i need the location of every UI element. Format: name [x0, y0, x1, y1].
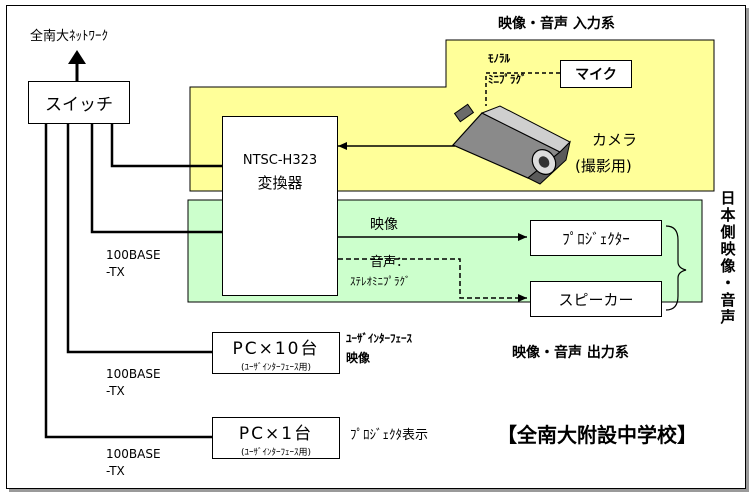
camera-label-line2: (撮影用) [575, 158, 632, 175]
link-label-pc10: 100BASE -TX [106, 366, 161, 400]
pc1-note: ﾌﾟﾛｼﾞｪｸﾀ表示 [350, 429, 428, 444]
pc1-sublabel: (ﾕｰｻﾞｲﾝﾀｰﾌｪｰｽ用) [241, 445, 311, 458]
video-link-label: 映像 [370, 217, 398, 233]
pc10-label: PC×10台 [233, 334, 320, 359]
codec-label-line2: 変換器 [257, 172, 302, 193]
school-label: 【全南大附設中学校】 [497, 424, 697, 447]
audio-link-label-line1: 音声： [370, 256, 409, 271]
side-title-char: 側 [719, 224, 737, 241]
mic-label: マイク [575, 64, 617, 84]
switch-node: スイッチ [28, 81, 130, 124]
mic-cable-label-line1: ﾓﾉﾗﾙ [488, 52, 527, 65]
link-label-codec-line2: -TX [106, 264, 161, 281]
mic-cable-label: ﾓﾉﾗﾙ ﾐﾆﾌﾟﾗｸﾞ [488, 52, 527, 86]
projector-label: ﾌﾟﾛｼﾞｪｸﾀｰ [562, 228, 630, 249]
side-title: 日本側映像・音声 [719, 190, 737, 326]
side-title-char: 像 [719, 258, 737, 275]
side-title-char: 音 [719, 292, 737, 309]
pc10-sublabel: (ﾕｰｻﾞｲﾝﾀｰﾌｪｰｽ用) [241, 360, 311, 373]
link-label-pc1-line1: 100BASE [106, 446, 161, 463]
speaker-label: スピーカー [558, 289, 633, 310]
pc10-note-line2: 映像 [346, 352, 370, 366]
projector-box: ﾌﾟﾛｼﾞｪｸﾀｰ [530, 220, 662, 256]
side-title-char: 映 [719, 241, 737, 258]
side-title-char: ・ [719, 275, 737, 292]
pc1-box: PC×1台 (ﾕｰｻﾞｲﾝﾀｰﾌｪｰｽ用) [212, 417, 340, 459]
link-label-pc10-line1: 100BASE [106, 366, 161, 383]
pc10-box: PC×10台 (ﾕｰｻﾞｲﾝﾀｰﾌｪｰｽ用) [212, 332, 340, 374]
output-zone-title: 映像・音声 出力系 [512, 345, 629, 361]
link-label-codec-line1: 100BASE [106, 247, 161, 264]
pc10-note-line1: ﾕｰｻﾞｲﾝﾀｰﾌｪｰｽ [346, 333, 412, 346]
side-title-char: 声 [719, 309, 737, 326]
input-zone-title: 映像・音声 入力系 [498, 16, 615, 32]
audio-link-label-line2: ｽﾃﾚｵﾐﾆﾌﾟﾗｸﾞ [350, 276, 411, 289]
speaker-box: スピーカー [530, 281, 662, 317]
link-label-pc10-line2: -TX [106, 383, 161, 400]
link-label-codec: 100BASE -TX [106, 247, 161, 281]
mic-cable-label-line2: ﾐﾆﾌﾟﾗｸﾞ [488, 73, 527, 86]
uplink-arrowhead [68, 50, 86, 64]
link-label-pc1-line2: -TX [106, 463, 161, 480]
link-label-pc1: 100BASE -TX [106, 446, 161, 480]
camera-label: カメラ [592, 130, 637, 151]
pc1-label: PC×1台 [239, 419, 313, 444]
side-title-char: 本 [719, 207, 737, 224]
codec-label-line1: NTSC-H323 [243, 153, 317, 168]
switch-label: スイッチ [45, 90, 113, 115]
side-title-char: 日 [719, 190, 737, 207]
codec-box: NTSC-H323 変換器 [222, 116, 338, 296]
mic-box: マイク [560, 60, 632, 88]
camera-label-line1: カメラ [592, 130, 637, 151]
network-label: 全南大ﾈｯﾄﾜｰｸ [30, 30, 108, 45]
